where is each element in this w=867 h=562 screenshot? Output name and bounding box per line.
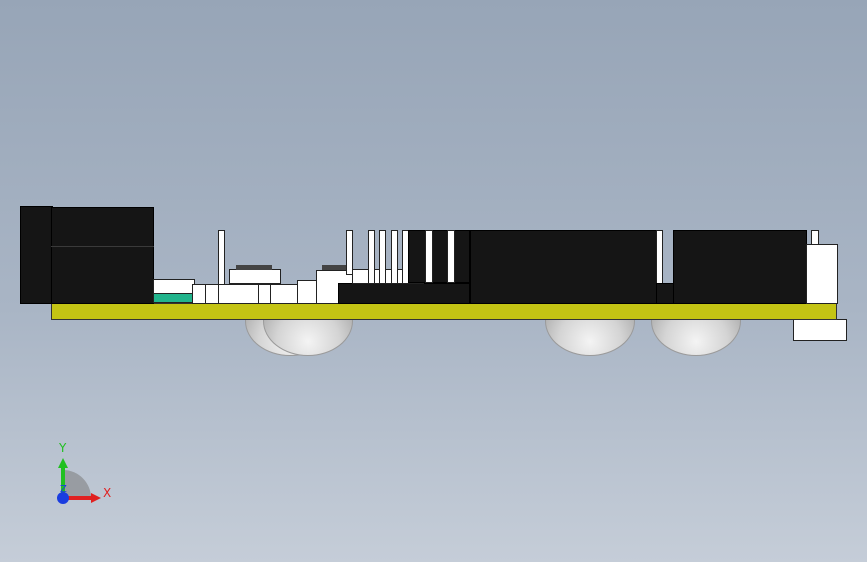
jack-edge-line	[51, 246, 154, 247]
pin-divider-4	[270, 285, 271, 303]
module-gap-post	[656, 230, 663, 284]
module-main	[470, 230, 658, 304]
pin-post-c2	[379, 230, 386, 284]
terminal-pin	[811, 230, 819, 245]
triad-graphic	[57, 458, 101, 504]
button-top-a	[236, 265, 272, 270]
module-right	[673, 230, 807, 304]
pin-divider-3	[258, 285, 259, 303]
pin-divider-1	[205, 285, 206, 303]
y-axis-label: Y	[59, 441, 67, 455]
led-cover	[153, 279, 195, 294]
jack-housing	[20, 206, 53, 304]
button-cap-a	[229, 269, 281, 284]
pin-post-c3	[391, 230, 398, 284]
terminal-block	[806, 244, 838, 304]
pin-post-c6	[447, 230, 455, 283]
pin-post-a	[218, 230, 225, 285]
x-axis-label: X	[103, 486, 112, 500]
pin-header-a	[192, 284, 298, 304]
module-gap-foot	[656, 283, 674, 304]
pin-post-c1	[368, 230, 375, 284]
pin-header-dark	[338, 283, 470, 304]
pin-post-c5	[425, 230, 433, 283]
y-axis-arrow	[58, 458, 68, 468]
x-axis-arrow	[91, 493, 101, 503]
header-block-c	[408, 230, 470, 283]
spacer-block	[297, 280, 317, 304]
status-led	[153, 293, 195, 303]
z-axis-dot	[57, 492, 69, 504]
triad-arc	[63, 470, 91, 498]
pcb-board	[51, 303, 837, 320]
bottom-connector	[793, 319, 847, 341]
z-axis-label: Z	[60, 484, 67, 495]
pin-post-b	[346, 230, 353, 275]
axis-triad: Y X Z	[50, 440, 120, 510]
pin-divider-2	[218, 285, 219, 303]
button-top-b	[322, 265, 350, 270]
jack-body	[51, 207, 154, 304]
